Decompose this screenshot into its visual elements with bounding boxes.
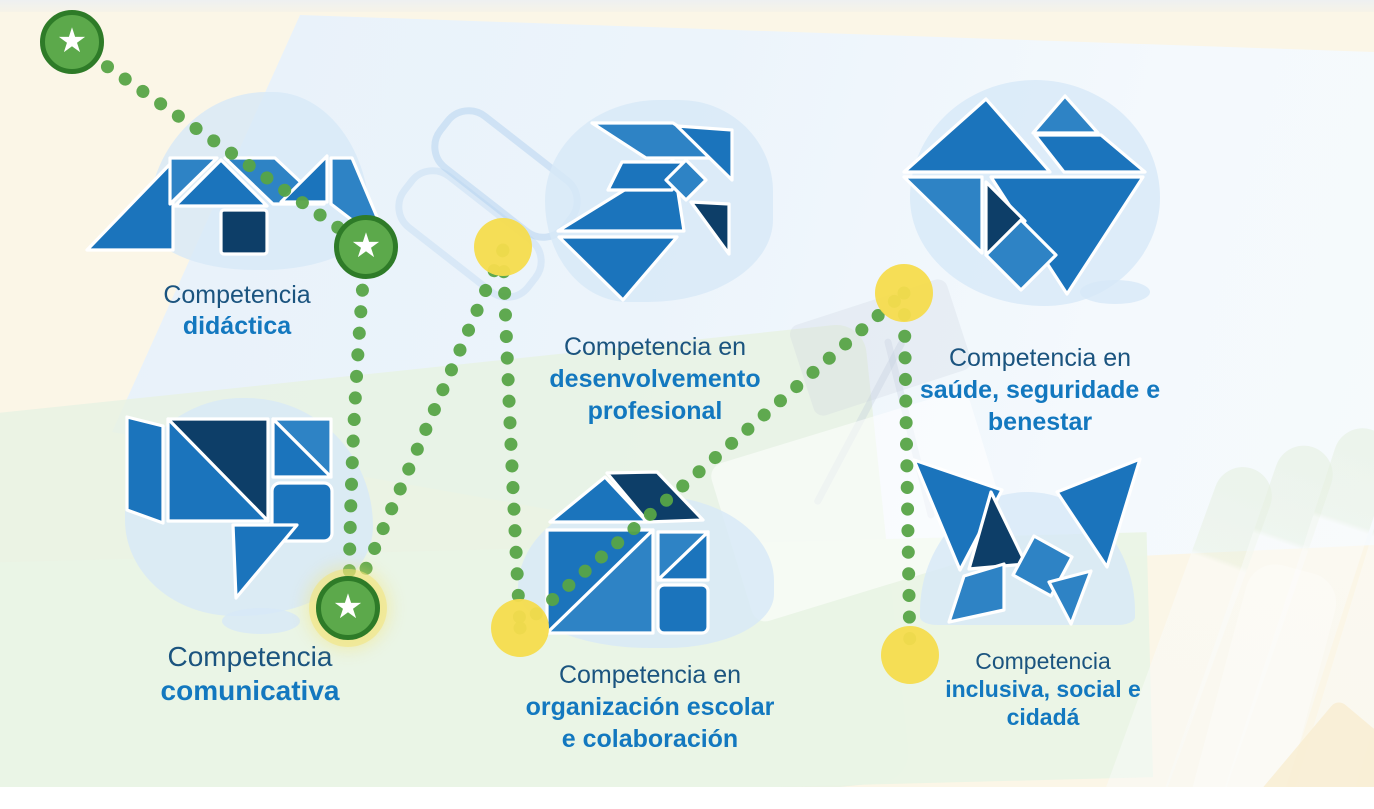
star-icon: ★: [332, 587, 364, 626]
competency-comunicativa-label: Competencia comunicativa: [95, 640, 405, 708]
label-name: didáctica: [182, 312, 292, 340]
label-prefix: Competencia en: [558, 661, 742, 689]
star-badge: ★: [316, 576, 380, 640]
dotted-connector: [65, 35, 373, 254]
icon-backdrop-blob: [1080, 280, 1150, 304]
dotted-connector: [342, 243, 510, 615]
tangram-house-icon: [545, 470, 710, 635]
label-prefix: Competencia: [975, 648, 1111, 674]
label-prefix: Competencia en: [948, 344, 1132, 372]
step-circle: [875, 264, 933, 322]
tangram-heart-icon: [902, 94, 1147, 296]
label-prefix: Competencia en: [563, 333, 747, 361]
dotted-connector: [342, 240, 373, 615]
step-circle: [491, 599, 549, 657]
step-circle: [881, 626, 939, 684]
star-icon: ★: [350, 226, 382, 265]
label-prefix: Competencia: [163, 281, 311, 309]
star-icon: ★: [56, 21, 88, 60]
tangram-fish-icon: [556, 121, 734, 302]
icon-backdrop-blob: [222, 608, 300, 634]
label-prefix: Competencia: [167, 641, 333, 672]
tangram-butterfly-icon: [912, 457, 1142, 626]
tangram-speech-bubble-icon: [125, 415, 334, 600]
label-name: comunicativa: [160, 675, 340, 706]
star-badge: ★: [40, 10, 104, 74]
dotted-connector: [513, 286, 911, 635]
competency-didactica-label: Competencia didáctica: [87, 280, 387, 342]
dotted-connector: [897, 286, 917, 662]
step-circle: [474, 218, 532, 276]
star-badge: ★: [334, 215, 398, 279]
dotted-connector: [496, 243, 527, 635]
